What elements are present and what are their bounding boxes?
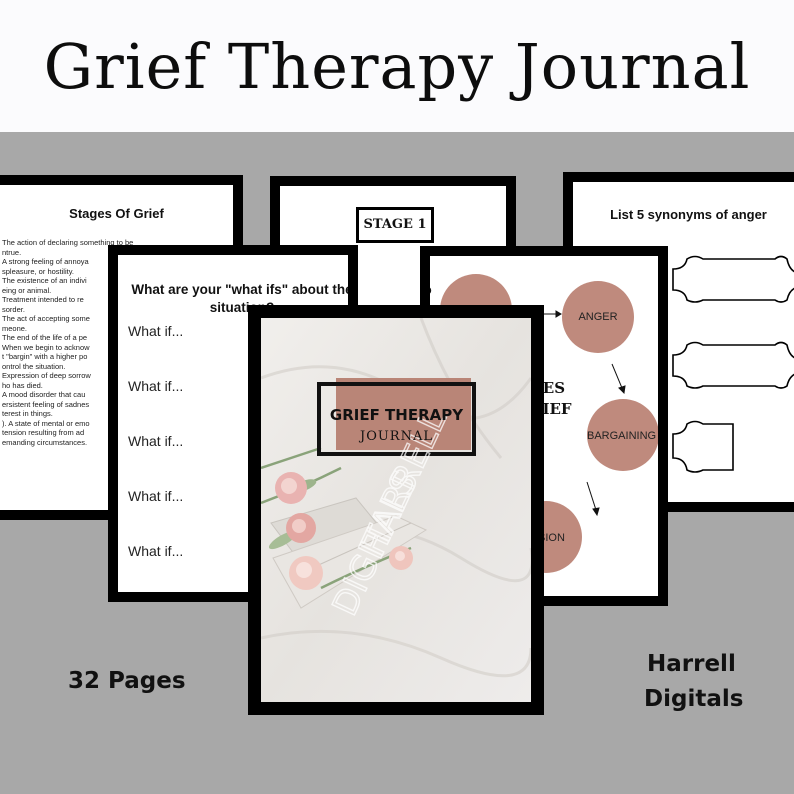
stage-definition-line: The action of declaring something to be bbox=[2, 238, 134, 247]
stage-definition-line: The end of the life of a pe bbox=[2, 333, 88, 342]
header-banner: Grief Therapy Journal bbox=[0, 0, 794, 132]
page-count-caption: 32 Pages bbox=[68, 668, 186, 694]
stage-definition-line: emanding circumstances. bbox=[2, 437, 88, 447]
stage1-line2: thing to b bbox=[422, 283, 432, 298]
stage1-badge: STAGE 1 bbox=[356, 207, 434, 243]
cover-label-frame bbox=[317, 382, 476, 456]
arrowhead-anger bbox=[555, 310, 562, 318]
label-frames bbox=[672, 255, 794, 473]
stage-definition-line: A mood disorder that cau bbox=[2, 390, 86, 399]
stage-definition-line: A strong feeling of annoya bbox=[2, 257, 89, 266]
stage-definition-line: Expression of deep sorrow bbox=[2, 371, 91, 380]
stage-definition-line: meone. bbox=[2, 323, 28, 333]
stage-definition-line: ntrue. bbox=[2, 247, 22, 257]
page-title: Grief Therapy Journal bbox=[43, 30, 751, 103]
label-frame-2 bbox=[672, 341, 794, 389]
stage-definition-line: The existence of an indivi bbox=[2, 276, 87, 285]
arrow-to-bargaining bbox=[611, 363, 623, 389]
stage-definition-line: t "bargin" with a higher po bbox=[2, 352, 88, 361]
stage-definition-line: tension resulting from ad bbox=[2, 428, 85, 437]
flower-2-center bbox=[292, 519, 306, 533]
stage-definition-line: ontrol the situation. bbox=[2, 361, 66, 371]
brand-line2: Digitals bbox=[644, 686, 744, 712]
arrowhead-bargaining bbox=[618, 385, 626, 395]
stage-definition-line: terest in things. bbox=[2, 409, 53, 418]
depression-label: SION bbox=[538, 532, 565, 544]
flowers bbox=[261, 446, 413, 590]
cover-title: GRIEF THERAPY bbox=[329, 406, 464, 424]
arrowhead-depression bbox=[592, 507, 600, 517]
what-if-prompt: What if... bbox=[128, 378, 184, 394]
flower-1-center bbox=[281, 478, 297, 494]
flower-stem-1 bbox=[261, 446, 322, 470]
stage-definition-line: sorder. bbox=[2, 304, 25, 314]
cover-photo: HARRELL DIGITALS bbox=[261, 318, 531, 702]
stage-definition-line: eing or animal. bbox=[2, 285, 52, 295]
arrow-to-depression bbox=[586, 481, 597, 511]
label-frame-1 bbox=[672, 255, 794, 303]
anger-label: ANGER bbox=[578, 311, 618, 323]
flow-arrows bbox=[542, 310, 626, 517]
label-frame-3 bbox=[672, 420, 734, 473]
anger-heading: List 5 synonyms of anger bbox=[610, 207, 767, 222]
fabric-fold-3 bbox=[261, 629, 531, 678]
what-if-prompt: What if... bbox=[128, 543, 184, 559]
cover-label-bg bbox=[336, 378, 471, 450]
bargaining-label: BARGAINING bbox=[587, 430, 657, 442]
stage-definition-line: When we begin to acknow bbox=[2, 342, 90, 352]
flower-4-center bbox=[395, 551, 405, 561]
stage-definition-line: ho has died. bbox=[2, 380, 43, 390]
journal-cover: HARRELL DIGITALS GRIEF THERAPY JOURNAL bbox=[248, 305, 544, 715]
stage-circle-bargaining bbox=[587, 399, 658, 471]
cover-subtitle: JOURNAL bbox=[359, 429, 433, 444]
what-if-prompt: What if... bbox=[128, 433, 184, 449]
what-if-prompt: What if... bbox=[128, 323, 184, 339]
stage-circle-anger bbox=[562, 281, 634, 353]
stage-definition-line: ersistent feeling of sadnes bbox=[2, 399, 90, 409]
stage-definition-line: Treatment intended to re bbox=[2, 295, 84, 304]
stage-definition-line: spleasure, or hostility. bbox=[2, 266, 74, 276]
stages-heading: Stages Of Grief bbox=[69, 206, 164, 221]
brand-line1: Harrell bbox=[647, 651, 736, 677]
stage-definition-line: The act of accepting some bbox=[2, 314, 90, 323]
what-ifs-heading-line1: What are your "what ifs" about the bbox=[131, 282, 353, 297]
stage-definition-line: ). A state of mental or emo bbox=[2, 418, 90, 428]
stage1-fragment: he action thing to b bbox=[422, 262, 432, 300]
what-if-prompt: What if... bbox=[128, 488, 184, 504]
flower-3-center bbox=[296, 562, 312, 578]
